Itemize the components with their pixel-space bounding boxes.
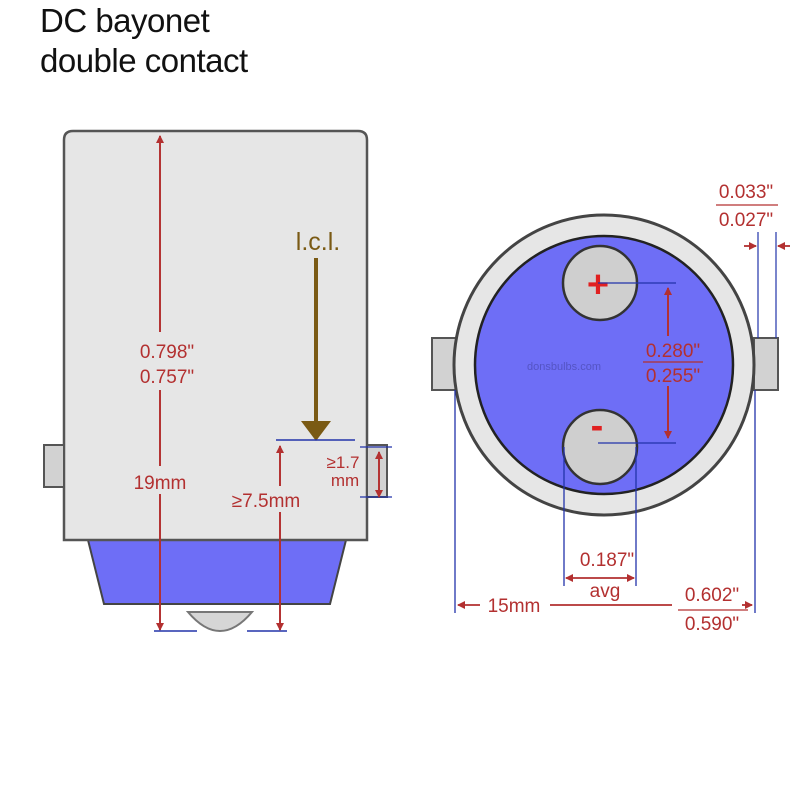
lcl-arrow-head [301, 421, 331, 441]
side-insulator [86, 539, 348, 605]
pin-height-top: ≥1.7 [327, 453, 360, 472]
right-bayonet-pin [366, 444, 388, 498]
contact-diameter-label: 0.187" [580, 550, 634, 571]
bottom-contact [185, 611, 255, 632]
height-fraction-bottom: 0.757" [140, 367, 194, 388]
end-left-pin [431, 337, 457, 391]
contact-spacing-top: 0.280" [646, 341, 700, 362]
title-line-2: double contact [40, 42, 248, 79]
contact-spacing-bottom: 0.255" [646, 366, 700, 387]
diameter-top: 0.602" [685, 585, 739, 606]
end-view: + - donsbulbs.com 0.280" 0.255" 0.033" 0… [431, 182, 790, 635]
base-shell [62, 129, 369, 542]
diameter-mm-label: 15mm [488, 596, 541, 617]
diameter-bottom: 0.590" [685, 614, 739, 635]
negative-contact [561, 408, 639, 486]
contact-diameter-note: avg [590, 581, 621, 602]
height-fraction-top: 0.798" [140, 342, 194, 363]
height-mm-label: 19mm [134, 473, 187, 494]
plus-sign: + [587, 264, 609, 306]
end-right-pin [753, 337, 779, 391]
contact-height-label: ≥7.5mm [232, 491, 301, 512]
minus-sign: - [591, 405, 604, 447]
side-view: 0.798" 0.757" 19mm l.c.l. ≥7.5mm ≥1.7 mm [43, 129, 392, 632]
watermark: donsbulbs.com [527, 361, 601, 373]
left-bayonet-pin [43, 444, 65, 488]
lcl-label: l.c.l. [296, 228, 340, 256]
title-line-1: DC bayonet [40, 2, 210, 39]
pin-height-bottom: mm [331, 471, 359, 490]
pin-thickness-top: 0.033" [719, 182, 773, 203]
pin-thickness-bottom: 0.027" [719, 210, 773, 231]
